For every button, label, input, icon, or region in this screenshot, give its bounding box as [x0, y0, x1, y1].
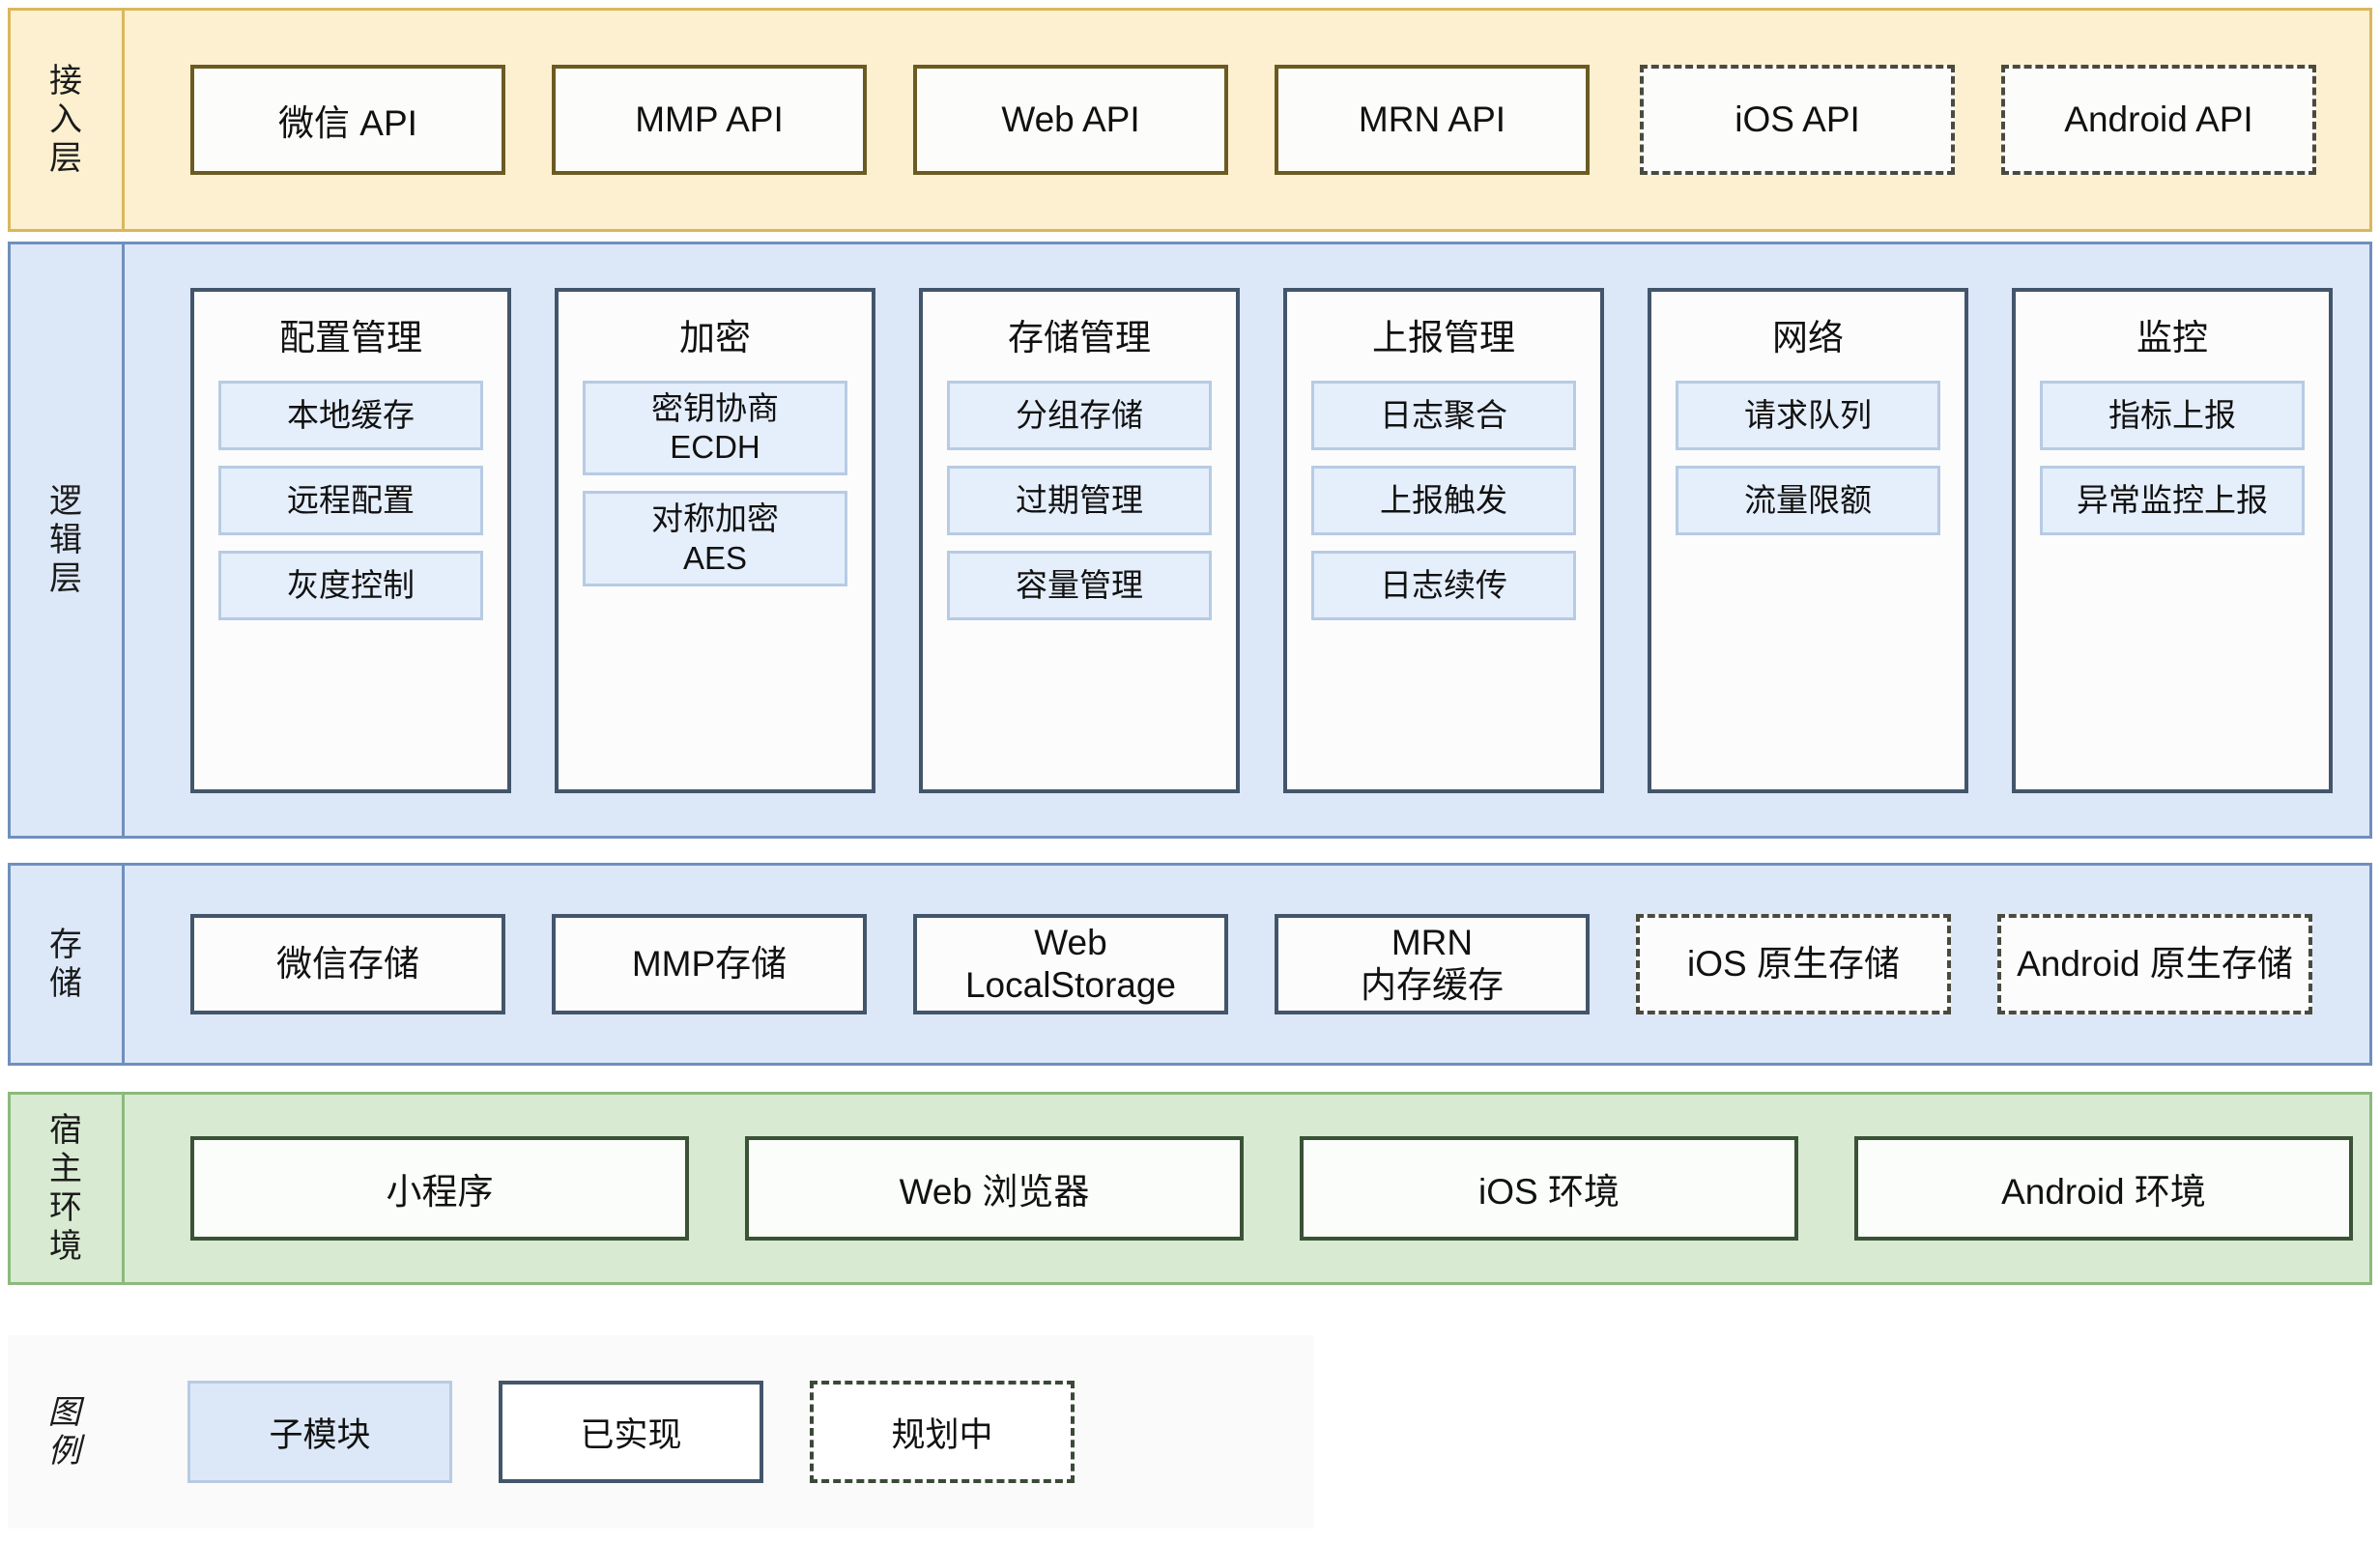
host-environment-band: 宿 主 环 境 小程序 Web 浏览器 iOS 环境 Android 环境 [8, 1092, 2372, 1285]
node-android-environment[interactable]: Android 环境 [1854, 1136, 2353, 1241]
module-title: 网络 [1772, 317, 1844, 357]
legend-items: 子模块 已实现 规划中 [122, 1335, 1314, 1528]
submodule-expiry-management[interactable]: 过期管理 [947, 465, 1212, 535]
node-wechat-api[interactable]: 微信 API [190, 65, 505, 175]
submodule-log-aggregation[interactable]: 日志聚合 [1311, 380, 1576, 450]
band-label-text: 宿 主 环 境 [49, 1111, 83, 1266]
node-android-native-storage[interactable]: Android 原生存储 [1997, 914, 2312, 1014]
legend-item-implemented: 已实现 [499, 1381, 763, 1483]
node-label: 微信 API [278, 103, 417, 143]
access-layer-band: 接 入 层 微信 API MMP API Web API MRN API iOS… [8, 8, 2372, 232]
node-ios-api[interactable]: iOS API [1640, 65, 1955, 175]
submodule-group-storage[interactable]: 分组存储 [947, 380, 1212, 450]
node-wechat-storage[interactable]: 微信存储 [190, 914, 505, 1014]
module-network[interactable]: 网络 请求队列 流量限额 [1648, 287, 1968, 793]
logic-layer-modules: 配置管理 本地缓存 远程配置 灰度控制 加密 密钥协商 ECDH 对称加密 AE… [125, 244, 2369, 836]
node-label: MMP API [635, 100, 784, 139]
node-mmp-storage[interactable]: MMP存储 [552, 914, 867, 1014]
host-environment-label: 宿 主 环 境 [11, 1095, 125, 1282]
legend-item-planned: 规划中 [810, 1381, 1075, 1483]
access-layer-nodes: 微信 API MMP API Web API MRN API iOS API A… [125, 11, 2369, 229]
module-report-management[interactable]: 上报管理 日志聚合 上报触发 日志续传 [1283, 287, 1604, 793]
legend-label: 图 例 [8, 1335, 122, 1528]
module-title: 上报管理 [1372, 317, 1515, 357]
submodule-exception-monitor-report[interactable]: 异常监控上报 [2040, 465, 2305, 535]
submodule-metric-report[interactable]: 指标上报 [2040, 380, 2305, 450]
submodule-remote-config[interactable]: 远程配置 [218, 465, 483, 535]
submodule-traffic-quota[interactable]: 流量限额 [1676, 465, 1940, 535]
module-monitoring[interactable]: 监控 指标上报 异常监控上报 [2012, 287, 2333, 793]
legend-band: 图 例 子模块 已实现 规划中 [8, 1335, 1314, 1528]
module-title: 监控 [2136, 317, 2208, 357]
module-title: 加密 [679, 317, 751, 357]
submodule-gray-control[interactable]: 灰度控制 [218, 550, 483, 620]
submodule-symmetric-encryption-aes[interactable]: 对称加密 AES [583, 491, 847, 586]
submodule-key-agreement-ecdh[interactable]: 密钥协商 ECDH [583, 380, 847, 476]
legend-item-submodule: 子模块 [187, 1381, 452, 1483]
band-label-text: 存 储 [49, 926, 83, 1002]
module-storage-management[interactable]: 存储管理 分组存储 过期管理 容量管理 [919, 287, 1240, 793]
node-mrn-api[interactable]: MRN API [1275, 65, 1590, 175]
module-config-management[interactable]: 配置管理 本地缓存 远程配置 灰度控制 [190, 287, 511, 793]
module-title: 存储管理 [1008, 317, 1151, 357]
storage-layer-nodes: 微信存储 MMP存储 Web LocalStorage MRN 内存缓存 iOS… [125, 866, 2369, 1063]
node-label: Web API [1001, 100, 1140, 139]
logic-layer-label: 逻 辑 层 [11, 244, 125, 836]
band-label-text: 接 入 层 [49, 62, 83, 178]
submodule-report-trigger[interactable]: 上报触发 [1311, 465, 1576, 535]
node-label: Android API [2064, 100, 2253, 139]
node-ios-environment[interactable]: iOS 环境 [1300, 1136, 1798, 1241]
node-android-api[interactable]: Android API [2001, 65, 2316, 175]
host-environment-nodes: 小程序 Web 浏览器 iOS 环境 Android 环境 [125, 1095, 2369, 1282]
node-ios-native-storage[interactable]: iOS 原生存储 [1636, 914, 1951, 1014]
node-mrn-memory-cache[interactable]: MRN 内存缓存 [1275, 914, 1590, 1014]
node-web-browser[interactable]: Web 浏览器 [745, 1136, 1244, 1241]
access-layer-label: 接 入 层 [11, 11, 125, 229]
module-encryption[interactable]: 加密 密钥协商 ECDH 对称加密 AES [555, 287, 875, 793]
storage-layer-band: 存 储 微信存储 MMP存储 Web LocalStorage MRN 内存缓存… [8, 863, 2372, 1066]
band-label-text: 逻 辑 层 [49, 482, 83, 598]
node-mini-program[interactable]: 小程序 [190, 1136, 689, 1241]
node-label: iOS API [1735, 100, 1860, 139]
logic-layer-band: 逻 辑 层 配置管理 本地缓存 远程配置 灰度控制 加密 密钥协商 ECDH 对… [8, 242, 2372, 839]
node-web-api[interactable]: Web API [913, 65, 1228, 175]
submodule-log-resume[interactable]: 日志续传 [1311, 550, 1576, 620]
band-label-text: 图 例 [47, 1393, 82, 1470]
node-label: MRN API [1358, 100, 1506, 139]
storage-layer-label: 存 储 [11, 866, 125, 1063]
node-mmp-api[interactable]: MMP API [552, 65, 867, 175]
module-title: 配置管理 [279, 317, 422, 357]
node-web-localstorage[interactable]: Web LocalStorage [913, 914, 1228, 1014]
submodule-request-queue[interactable]: 请求队列 [1676, 380, 1940, 450]
submodule-local-cache[interactable]: 本地缓存 [218, 380, 483, 450]
submodule-capacity-management[interactable]: 容量管理 [947, 550, 1212, 620]
